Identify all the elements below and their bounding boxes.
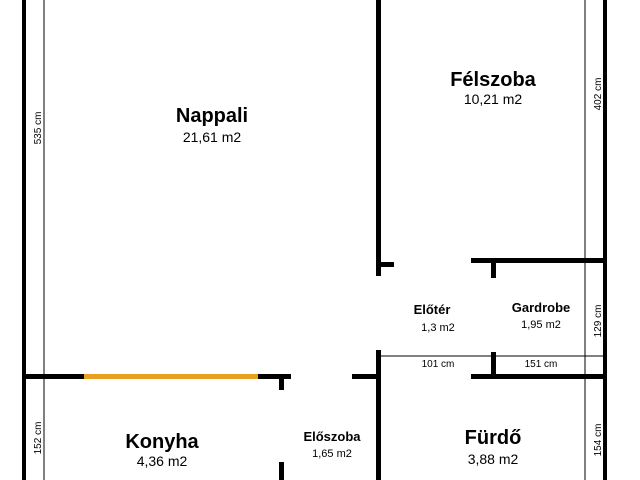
wall-konyha-elosz-upper — [279, 374, 284, 390]
dimension-label-left-upper: 535 cm — [33, 112, 44, 145]
wall-nappali-felszoba — [376, 0, 381, 276]
wall-eloter-stub — [352, 374, 380, 379]
dimension-right-top: 402 cm — [590, 72, 604, 116]
room-name-furdo: Fürdő — [465, 427, 522, 449]
room-name-eloter: Előtér — [414, 302, 451, 317]
room-name-eloszoba: Előszoba — [303, 429, 361, 444]
dimension-right-bottom: 154 cm — [590, 418, 604, 462]
wall-gardrobe-bottom-stub — [491, 352, 496, 379]
dimension-label-right-top: 402 cm — [593, 78, 604, 111]
wall-felszoba-stub — [376, 262, 394, 267]
dimension-label-right-bottom: 154 cm — [593, 424, 604, 457]
dimension-left-lower: 152 cm — [30, 416, 44, 460]
dimension-right-middle: 129 cm — [590, 299, 604, 343]
dimension-label-right-middle: 129 cm — [593, 305, 604, 338]
room-area-konyha: 4,36 m2 — [137, 453, 188, 469]
dimension-left-upper: 535 cm — [30, 106, 44, 150]
room-area-nappali: 21,61 m2 — [183, 129, 242, 145]
room-name-felszoba: Félszoba — [450, 69, 536, 91]
room-name-gardrobe: Gardrobe — [512, 300, 571, 315]
wall-eloszoba-furdo — [376, 350, 381, 480]
room-area-furdo: 3,88 m2 — [468, 451, 519, 467]
wall-nappali-konyha-right — [258, 374, 291, 379]
room-area-felszoba: 10,21 m2 — [464, 91, 523, 107]
room-name-konyha: Konyha — [125, 431, 199, 453]
dimension-inner-right: 151 cm — [521, 357, 561, 370]
wall-felszoba-bottom — [471, 258, 607, 263]
room-name-nappali: Nappali — [176, 105, 248, 127]
wall-konyha-elosz-lower — [279, 462, 284, 480]
room-area-eloter: 1,3 m2 — [421, 322, 455, 334]
room-area-gardrobe: 1,95 m2 — [521, 319, 561, 331]
dimension-label-inner-left: 101 cm — [422, 359, 455, 370]
wall-nappali-konyha-left — [22, 374, 84, 379]
outer-wall-right — [603, 0, 607, 480]
dimension-label-inner-right: 151 cm — [525, 359, 558, 370]
wall-gardrobe-left — [491, 258, 496, 278]
room-area-eloszoba: 1,65 m2 — [312, 448, 352, 460]
dimension-inner-left: 101 cm — [418, 357, 458, 370]
wall-furdo-top — [471, 374, 607, 379]
dimension-label-left-lower: 152 cm — [33, 422, 44, 455]
outer-wall-left — [22, 0, 26, 480]
kitchen-counter — [84, 374, 258, 379]
